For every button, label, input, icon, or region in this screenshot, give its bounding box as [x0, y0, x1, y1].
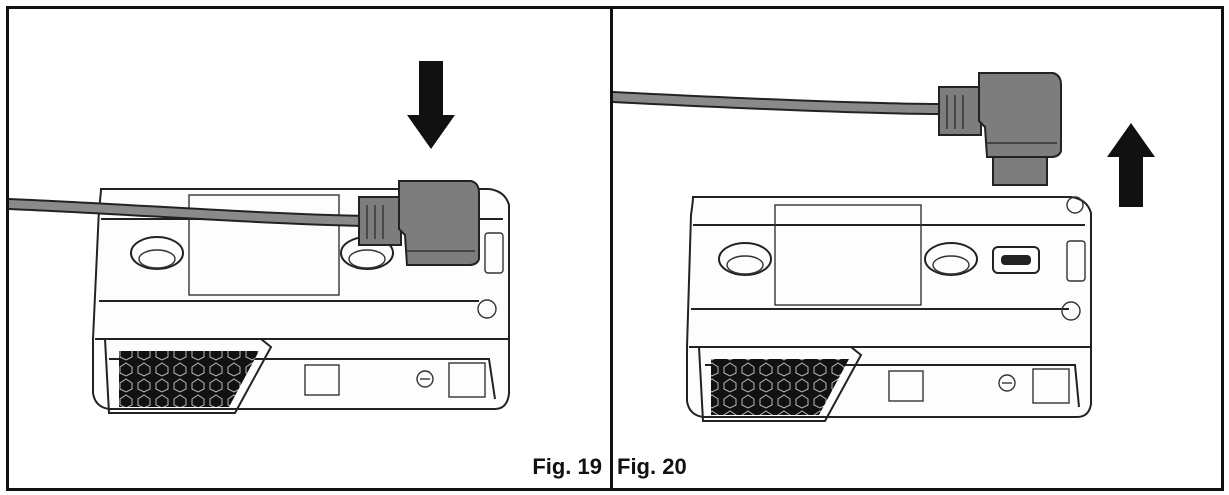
- figure-19-illustration: [9, 61, 510, 414]
- arrow-down-icon: [407, 61, 455, 149]
- figure-19-caption: Fig. 19: [532, 454, 602, 479]
- vent-grille: [119, 351, 259, 407]
- vent-grille: [711, 359, 849, 415]
- screw-hole-left: [130, 236, 184, 270]
- power-socket: [992, 246, 1040, 274]
- power-plug: [938, 72, 1062, 186]
- figure-19-panel: Fig. 19: [6, 6, 613, 491]
- screw-hole-right: [924, 242, 978, 276]
- figure-20-panel: Fig. 20: [610, 6, 1224, 491]
- power-plug: [358, 180, 480, 266]
- figure-20-illustration: [613, 72, 1155, 422]
- screw-hole-left: [718, 242, 772, 276]
- device-body: [686, 196, 1092, 422]
- arrow-up-icon: [1107, 123, 1155, 207]
- figure-20-caption: Fig. 20: [617, 454, 687, 479]
- power-cable: [9, 198, 375, 227]
- power-cable: [613, 91, 949, 115]
